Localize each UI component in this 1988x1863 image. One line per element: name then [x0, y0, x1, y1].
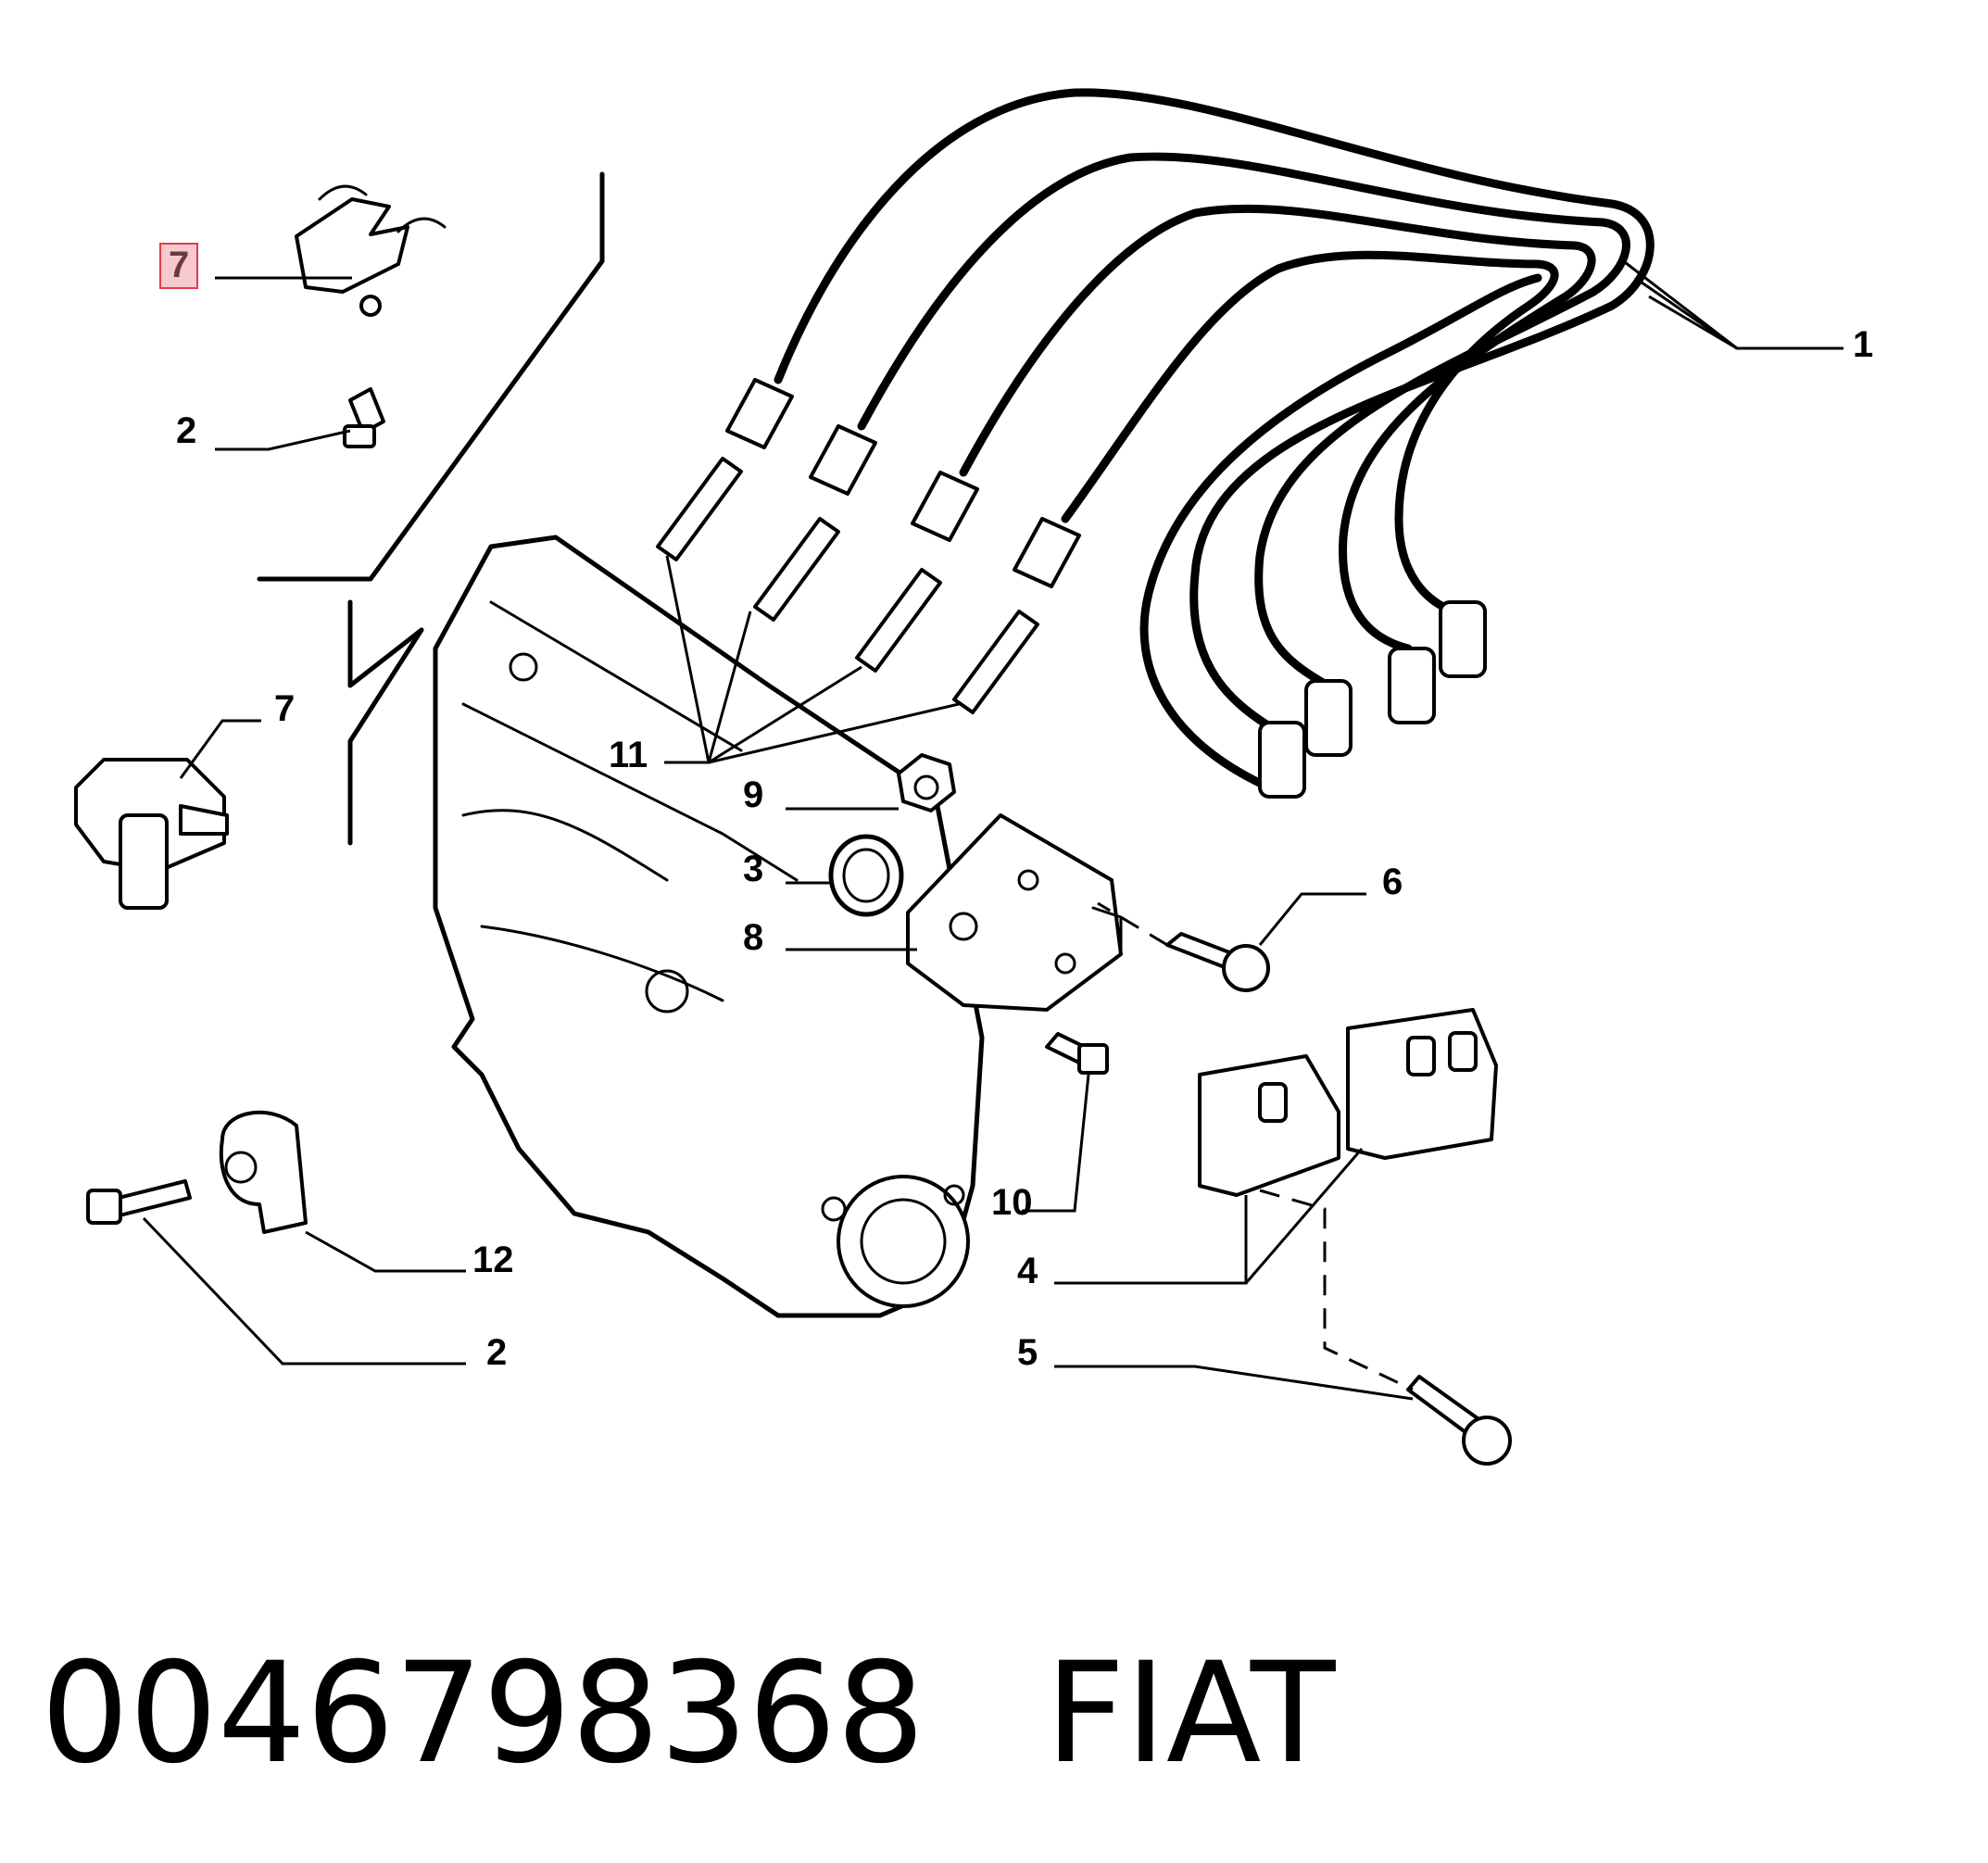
wire-bracket-clip — [295, 184, 447, 317]
callout-7-sensor[interactable]: 7 — [274, 688, 296, 729]
cover-plate — [906, 813, 1123, 1012]
brand-name: FIAT — [1045, 1633, 1336, 1794]
o-ring — [828, 834, 904, 917]
callout-6[interactable]: 6 — [1382, 862, 1403, 902]
flange-bolt — [1165, 932, 1270, 992]
parts-diagram — [74, 88, 1843, 1466]
camshaft-sensor — [74, 758, 229, 910]
callout-4[interactable]: 4 — [1017, 1251, 1038, 1291]
engine-block — [433, 535, 985, 1318]
callout-3[interactable]: 3 — [743, 849, 764, 889]
part-number: 0046798368 — [41, 1633, 925, 1794]
small-screw — [343, 387, 385, 448]
callout-12[interactable]: 12 — [472, 1240, 514, 1280]
nut — [897, 753, 956, 812]
callout-9[interactable]: 9 — [743, 774, 764, 815]
diagram-drawing — [74, 88, 1843, 1466]
callout-10[interactable]: 10 — [991, 1182, 1033, 1223]
callout-2-bottom[interactable]: 2 — [486, 1332, 508, 1373]
leader-lines — [142, 258, 1843, 1401]
callout-8[interactable]: 8 — [743, 917, 764, 958]
ignition-coils — [1198, 1008, 1498, 1197]
callout-2-top[interactable]: 2 — [176, 410, 197, 451]
socket-bolt — [1406, 1375, 1512, 1466]
section-divider — [257, 171, 605, 846]
callout-1[interactable]: 1 — [1853, 324, 1874, 365]
knock-sensor — [219, 1110, 308, 1234]
callout-11[interactable]: 11 — [609, 735, 648, 775]
callout-5[interactable]: 5 — [1017, 1332, 1038, 1373]
long-bolt — [86, 1179, 192, 1225]
callout-7-highlighted[interactable]: 7 — [159, 243, 199, 289]
ignition-wire-harness — [725, 88, 1655, 799]
spark-plugs — [656, 457, 1039, 714]
hex-bolt — [1045, 1032, 1109, 1075]
